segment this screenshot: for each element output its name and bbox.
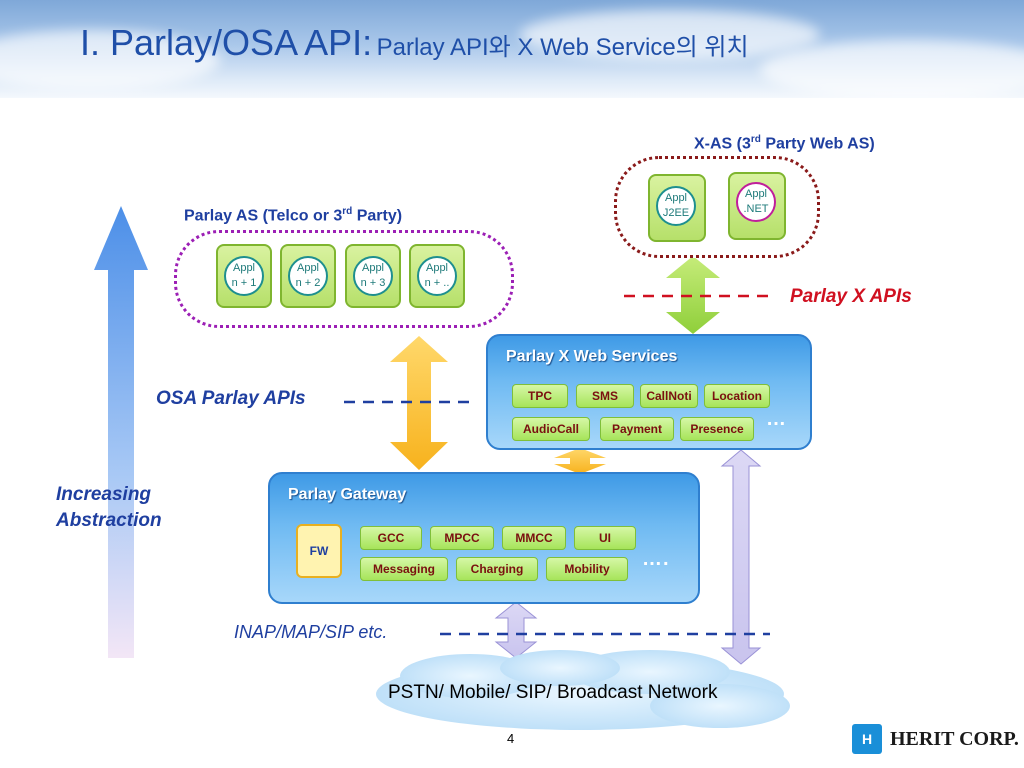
gateway-chip-mpcc[interactable]: MPCC xyxy=(430,526,494,550)
appl-line1: Appl xyxy=(664,192,688,205)
abstraction-label-line2: Abstraction xyxy=(56,510,162,531)
gateway-chip-charging[interactable]: Charging xyxy=(456,557,538,581)
osa-parlay-apis-label: OSA Parlay APIs xyxy=(156,388,306,409)
appl-box-n3[interactable]: Appl n + 3 xyxy=(345,244,401,308)
fw-box[interactable]: FW xyxy=(296,524,342,578)
service-chip-callnoti[interactable]: CallNoti xyxy=(640,384,698,408)
service-chip-payment[interactable]: Payment xyxy=(600,417,674,441)
parlay-gateway-title: Parlay Gateway xyxy=(288,486,407,503)
appl-badge: Appl n + 3 xyxy=(353,256,393,296)
gateway-chip-messaging[interactable]: Messaging xyxy=(360,557,448,581)
appl-line1: Appl xyxy=(744,188,768,201)
x-as-label-pre: X-AS (3 xyxy=(694,135,751,153)
slide-title: I. Parlay/OSA API: Parlay API와 X Web Ser… xyxy=(80,22,749,64)
gateway-more-dots: …. xyxy=(642,548,670,570)
appl-line2: n + 2 xyxy=(295,277,321,289)
appl-line1: Appl xyxy=(232,262,256,275)
logo-mark-icon: H xyxy=(852,724,882,754)
inap-label: INAP/MAP/SIP etc. xyxy=(234,622,388,642)
gateway-chip-mobility[interactable]: Mobility xyxy=(546,557,628,581)
network-label: PSTN/ Mobile/ SIP/ Broadcast Network xyxy=(388,682,718,703)
service-chip-location[interactable]: Location xyxy=(704,384,770,408)
appl-badge: Appl J2EE xyxy=(656,186,696,226)
appl-box-n2[interactable]: Appl n + 2 xyxy=(280,244,336,308)
abstraction-label-line1: Increasing xyxy=(56,484,152,505)
appl-line2: n + .. xyxy=(424,277,450,289)
appl-line1: Appl xyxy=(361,262,385,275)
slide-title-sub: Parlay API와 X Web Service의 위치 xyxy=(376,34,749,61)
small-orange-arrow xyxy=(554,448,606,474)
header-cloud xyxy=(760,40,1024,98)
appl-line2: n + 3 xyxy=(360,277,386,289)
appl-box-n-more[interactable]: Appl n + .. xyxy=(409,244,465,308)
abstraction-arrow xyxy=(94,206,148,658)
slide-title-main: I. Parlay/OSA API: xyxy=(80,22,373,63)
appl-line2: J2EE xyxy=(662,207,690,219)
network-cloud xyxy=(376,650,790,730)
gateway-chip-ui[interactable]: UI xyxy=(574,526,636,550)
x-as-label-post: Party Web AS) xyxy=(760,135,875,153)
appl-badge: Appl n + 2 xyxy=(288,256,328,296)
service-chip-audiocall[interactable]: AudioCall xyxy=(512,417,590,441)
orange-double-arrow xyxy=(390,336,448,470)
appl-badge: Appl n + .. xyxy=(417,256,457,296)
x-as-group xyxy=(614,156,820,258)
slide-header: I. Parlay/OSA API: Parlay API와 X Web Ser… xyxy=(0,0,1024,98)
appl-line2: .NET xyxy=(743,203,769,215)
appl-line1: Appl xyxy=(425,262,449,275)
gateway-chip-gcc[interactable]: GCC xyxy=(360,526,422,550)
service-chip-sms[interactable]: SMS xyxy=(576,384,634,408)
appl-line1: Appl xyxy=(296,262,320,275)
service-chip-presence[interactable]: Presence xyxy=(680,417,754,441)
parlay-as-label-sup: rd xyxy=(342,206,353,217)
appl-box-dotnet[interactable]: Appl .NET xyxy=(728,172,786,240)
x-as-label: X-AS (3rd Party Web AS) xyxy=(694,134,875,153)
company-logo: H HERIT CORP. xyxy=(852,724,1019,754)
parlay-as-label: Parlay AS (Telco or 3rd Party) xyxy=(184,206,402,225)
abstraction-label: Increasing Abstraction xyxy=(56,482,162,534)
parlay-as-label-post: Party) xyxy=(352,207,403,225)
appl-line2: n + 1 xyxy=(231,277,257,289)
parlay-x-apis-label: Parlay X APIs xyxy=(790,286,912,307)
parlay-as-label-pre: Parlay AS (Telco or 3 xyxy=(184,207,343,225)
parlay-x-panel-title: Parlay X Web Services xyxy=(506,348,678,365)
appl-box-n1[interactable]: Appl n + 1 xyxy=(216,244,272,308)
header-cloud xyxy=(520,10,820,60)
logo-text: HERIT CORP. xyxy=(890,727,1019,750)
header-cloud xyxy=(0,30,220,90)
lavender-double-arrow xyxy=(720,449,762,665)
gateway-chip-mmcc[interactable]: MMCC xyxy=(502,526,566,550)
lavender-double-arrow-2 xyxy=(494,601,538,659)
x-as-label-sup: rd xyxy=(750,134,761,145)
appl-badge: Appl .NET xyxy=(736,182,776,222)
appl-box-j2ee[interactable]: Appl J2EE xyxy=(648,174,706,242)
service-chip-tpc[interactable]: TPC xyxy=(512,384,568,408)
page-number: 4 xyxy=(507,731,515,746)
appl-badge: Appl n + 1 xyxy=(224,256,264,296)
parlay-x-more-dots: … xyxy=(766,408,787,430)
green-double-arrow xyxy=(666,256,720,334)
